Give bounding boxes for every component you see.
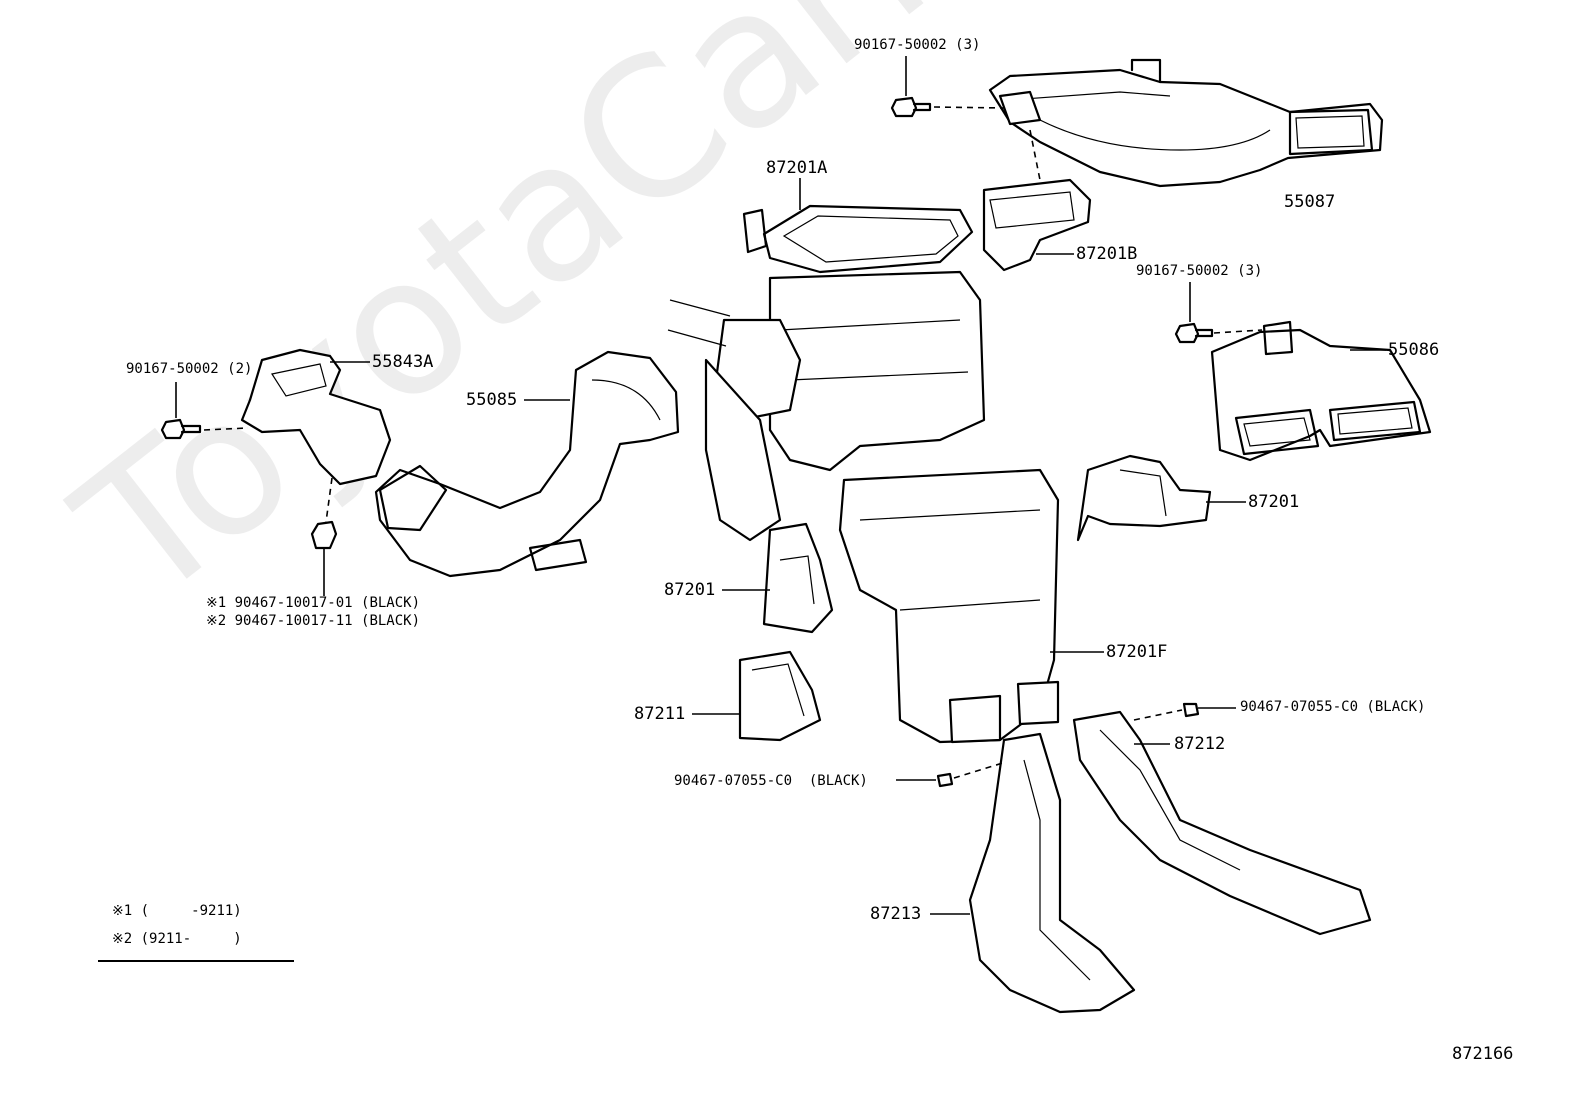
- part-label-87201-left: 87201: [664, 580, 716, 600]
- part-label-87201A: 87201A: [766, 158, 828, 178]
- case-87201F-drawing: [838, 468, 1104, 744]
- part-label-87201-right: 87201: [1248, 492, 1300, 512]
- duct-55087-drawing: [988, 58, 1384, 188]
- fastener-label-clip-bottom: 90467-07055-C0 (BLACK): [674, 773, 868, 789]
- duct-55085-drawing: [374, 350, 680, 578]
- part-label-55086: 55086: [1388, 340, 1440, 360]
- part-label-87211: 87211: [634, 704, 686, 724]
- fastener-label-clip-2: ※2 90467-10017-11 (BLACK): [206, 613, 421, 629]
- bracket-87211-drawing: [692, 650, 822, 742]
- legend-row-2: ※2 (9211- ): [112, 931, 242, 947]
- register-87201A-drawing: [742, 178, 974, 274]
- bracket-87201B-drawing: [982, 178, 1092, 272]
- heater-unit-drawing: [667, 270, 986, 542]
- duct-87212-drawing: [1072, 702, 1372, 936]
- duct-87213-drawing: [896, 732, 1136, 1014]
- legend-divider: [98, 960, 294, 962]
- duct-55843A-drawing: [160, 348, 392, 596]
- fastener-label-screw-top: 90167-50002 (3): [854, 37, 981, 53]
- part-label-55087: 55087: [1284, 192, 1336, 212]
- bracket-87201-right-drawing: [1076, 454, 1246, 542]
- fastener-label-screw-left: 90167-50002 (2): [126, 361, 253, 377]
- part-label-87212: 87212: [1174, 734, 1226, 754]
- part-label-87201F: 87201F: [1106, 642, 1168, 662]
- part-label-87213: 87213: [870, 904, 922, 924]
- fastener-label-clip-1: ※1 90467-10017-01 (BLACK): [206, 595, 421, 611]
- screw-top-drawing: [890, 56, 1041, 181]
- part-label-55843A: 55843A: [372, 352, 434, 372]
- register-55086-drawing: [1174, 282, 1432, 462]
- diagram-id: 872166: [1452, 1044, 1514, 1064]
- bracket-87201-left-drawing: [722, 522, 834, 634]
- fastener-label-screw-mid: 90167-50002 (3): [1136, 263, 1263, 279]
- legend-row-1: ※1 ( -9211): [112, 903, 242, 919]
- part-label-87201B: 87201B: [1076, 244, 1138, 264]
- part-label-55085: 55085: [466, 390, 518, 410]
- fastener-label-clip-right: 90467-07055-C0 (BLACK): [1240, 699, 1426, 715]
